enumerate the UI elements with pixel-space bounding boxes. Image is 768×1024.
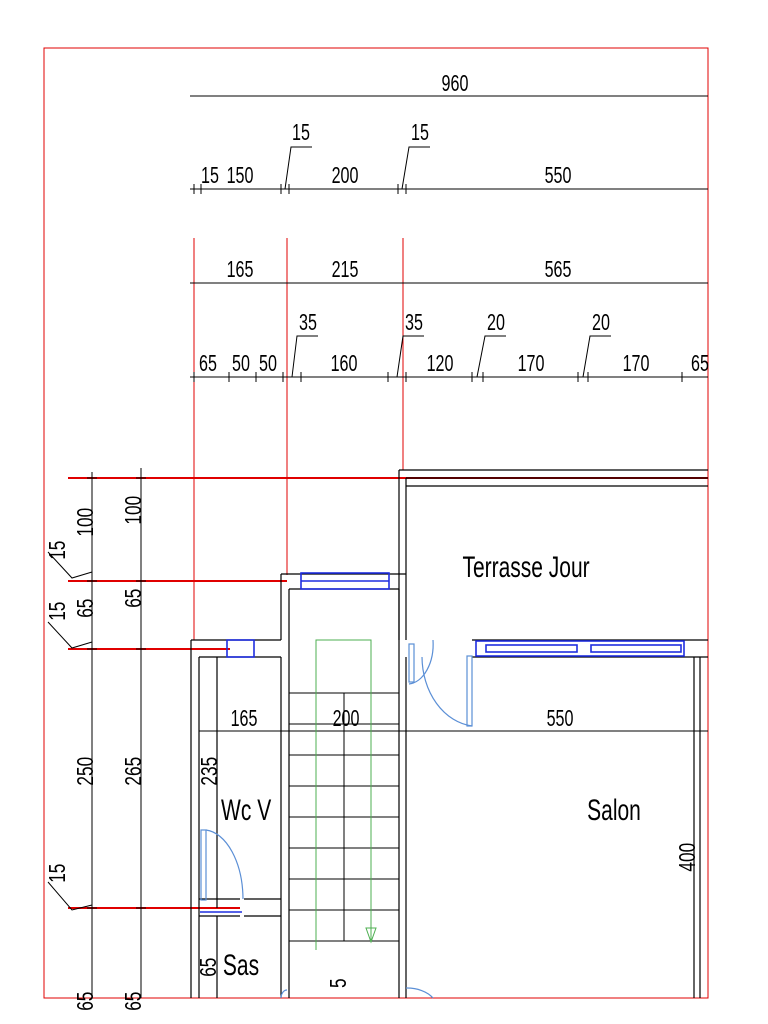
- room-label-terrasse: Terrasse Jour: [463, 552, 590, 584]
- dim-text: 15: [46, 864, 71, 883]
- dim-text: 15: [46, 602, 71, 621]
- dim-text: 150: [227, 163, 254, 188]
- dim-text: 35: [299, 310, 317, 335]
- dim-text: 15: [201, 163, 219, 188]
- dim-text: 20: [487, 310, 505, 335]
- dim-text: 5: [327, 978, 352, 988]
- dim-text: 235: [198, 757, 223, 786]
- dim-text: 15: [292, 120, 310, 145]
- dim-text: 20: [592, 310, 610, 335]
- dim-text: 565: [545, 257, 572, 282]
- dim-text: 50: [232, 351, 250, 376]
- staircase: [289, 639, 399, 950]
- dim-text: 65: [74, 992, 99, 1011]
- dim-text: 100: [122, 496, 147, 525]
- dim-text: 65: [74, 599, 99, 618]
- dimension-chains-top: [190, 95, 708, 382]
- dim-text: 200: [333, 706, 360, 731]
- dimension-chains-left: [47, 468, 146, 998]
- dim-text: 65: [122, 992, 147, 1011]
- room-label-wc: Wc V: [221, 795, 272, 827]
- dim-text: 50: [259, 351, 277, 376]
- sheet-frame: [43, 47, 709, 999]
- dim-text: 170: [518, 351, 545, 376]
- doors: [200, 639, 473, 999]
- dim-text: 120: [427, 351, 454, 376]
- walls: [190, 469, 708, 998]
- dim-text: 15: [46, 541, 71, 560]
- dim-text: 400: [676, 843, 701, 872]
- dim-text: 100: [74, 508, 99, 537]
- dim-text: 165: [231, 706, 258, 731]
- dim-text: 65: [197, 958, 222, 977]
- dim-text: 250: [74, 757, 99, 786]
- stair-direction-arrow: [315, 639, 372, 950]
- dim-text: 200: [332, 163, 359, 188]
- room-label-sas: Sas: [223, 950, 259, 982]
- dim-text: 550: [547, 706, 574, 731]
- dim-text: 35: [405, 310, 423, 335]
- dim-text: 550: [545, 163, 572, 188]
- dim-text: 165: [227, 257, 254, 282]
- dim-text: 65: [122, 589, 147, 608]
- room-label-salon: Salon: [587, 795, 641, 827]
- dim-overall-width: 960: [442, 71, 469, 96]
- dim-text: 65: [691, 351, 709, 376]
- dim-text: 160: [331, 351, 358, 376]
- dim-text: 15: [411, 120, 429, 145]
- windows: [200, 572, 685, 913]
- dim-text: 215: [332, 257, 359, 282]
- dim-text: 65: [199, 351, 217, 376]
- dim-text: 170: [623, 351, 650, 376]
- dim-text: 265: [122, 757, 147, 786]
